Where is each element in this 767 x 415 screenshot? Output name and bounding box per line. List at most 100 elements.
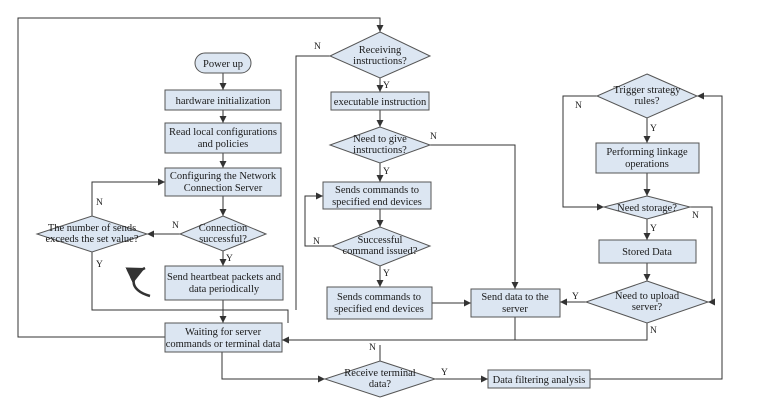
svg-text:Need storage?: Need storage? <box>617 203 677 214</box>
edge-needgive-no <box>430 144 519 289</box>
edge-sends-no-configure <box>91 178 165 216</box>
label-cmdissued-yes: Y <box>383 269 390 279</box>
node-stored: Stored Data <box>598 239 697 264</box>
node-power-up: Power up <box>194 52 252 74</box>
node-configure-server-line-2: Connection Server <box>184 183 263 194</box>
edge-cmdissued-no <box>304 192 332 247</box>
node-need-give-line-2: instructions? <box>353 145 407 156</box>
node-sends-cmd-1-line-2: specified end devices <box>332 197 422 208</box>
node-sends-cmd-2-line-1: Sends commands to <box>337 292 421 303</box>
edge-receiving-no <box>295 55 330 310</box>
node-waiting-line-1: Waiting for server <box>185 327 262 338</box>
node-trigger-line-1: Trigger strategy <box>614 85 682 96</box>
label-needgive-yes: Y <box>383 167 390 177</box>
node-receiving-line-1: Receiving <box>359 45 402 56</box>
label-receiving-yes: Y <box>383 81 390 91</box>
node-linkage-line-1: Performing linkage <box>606 147 688 158</box>
branch-labels: N Y N Y N Y N Y N Y N Y N Y N Y Y N <box>96 42 699 378</box>
label-receive-no: N <box>369 343 376 353</box>
node-power-up-line-1: Power up <box>203 59 243 70</box>
label-needgive-no: N <box>430 132 437 142</box>
node-send-to-server-line-1: Send data to the <box>481 292 549 303</box>
node-sends-cmd-2-line-2: specified end devices <box>334 304 424 315</box>
connectors <box>17 17 723 383</box>
node-waiting-line-2: commands or terminal data <box>166 339 281 350</box>
node-receive-terminal-line-1: Receive terminal <box>344 368 416 379</box>
label-trigger-no: N <box>575 101 582 111</box>
heartbeat-loop-arrow <box>125 266 151 298</box>
node-send-to-server-line-2: server <box>502 304 528 315</box>
label-trigger-yes: Y <box>650 124 657 134</box>
edge-server-waiting <box>282 317 516 344</box>
node-read-config-line-2: and policies <box>198 139 248 150</box>
label-sends-yes: Y <box>96 260 103 270</box>
svg-text:Data filtering analysis: Data filtering analysis <box>493 375 586 386</box>
node-configure-server-line-1: Configuring the Network <box>170 171 277 182</box>
node-sends-cmd-1-line-1: Sends commands to <box>335 185 419 196</box>
label-connection-yes: Y <box>226 254 233 264</box>
edge-waiting-top-loop <box>17 17 384 338</box>
label-storage-yes: Y <box>650 224 657 234</box>
edge-upload-no <box>515 323 648 341</box>
node-linkage-line-2: operations <box>625 159 669 170</box>
label-upload-yes: Y <box>572 292 579 302</box>
node-exec-instruction-line-1: executable instruction <box>334 97 427 108</box>
svg-text:Stored Data: Stored Data <box>622 247 672 258</box>
nodes: Power up hardware initialization Read lo… <box>35 31 710 398</box>
edge-storage-no <box>690 206 715 306</box>
node-cmd-issued-line-1: Successful <box>358 235 403 246</box>
node-connection-ok-line-2: successful? <box>199 234 247 245</box>
label-receiving-no: N <box>314 42 321 52</box>
node-need-storage-line-1: Need storage? <box>617 203 677 214</box>
node-filtering: Data filtering analysis <box>487 369 591 389</box>
node-sends-exceed-line-2: exceeds the set value? <box>46 234 139 245</box>
node-need-upload-line-1: Need to upload <box>615 291 680 302</box>
label-storage-no: N <box>692 211 699 221</box>
svg-text:executable instruction: executable instruction <box>334 97 427 108</box>
node-exec-instruction: executable instruction <box>330 91 430 111</box>
node-cmd-issued-line-2: command issued? <box>343 246 418 257</box>
label-cmdissued-no: N <box>313 237 320 247</box>
edge-sends-yes-down <box>91 252 289 323</box>
node-connection-ok-line-1: Connection <box>199 223 248 234</box>
label-connection-no: N <box>172 221 179 231</box>
svg-text:Power up: Power up <box>203 59 243 70</box>
edge-waiting-receive <box>221 352 325 383</box>
node-send-heartbeat-line-2: data periodically <box>189 284 260 295</box>
node-need-storage: Need storage? <box>602 195 692 220</box>
node-need-upload-line-2: server? <box>632 302 663 313</box>
node-hardware-init-line-1: hardware initialization <box>176 96 272 107</box>
node-receiving-line-2: instructions? <box>353 56 407 67</box>
node-receive-terminal-line-2: data? <box>369 379 391 390</box>
label-receive-yes: Y <box>441 368 448 378</box>
node-sends-exceed-line-1: The number of sends <box>48 223 136 234</box>
svg-text:hardware initialization: hardware initialization <box>176 96 272 107</box>
node-need-give-line-1: Need to give <box>353 134 407 145</box>
node-filtering-line-1: Data filtering analysis <box>493 375 586 386</box>
